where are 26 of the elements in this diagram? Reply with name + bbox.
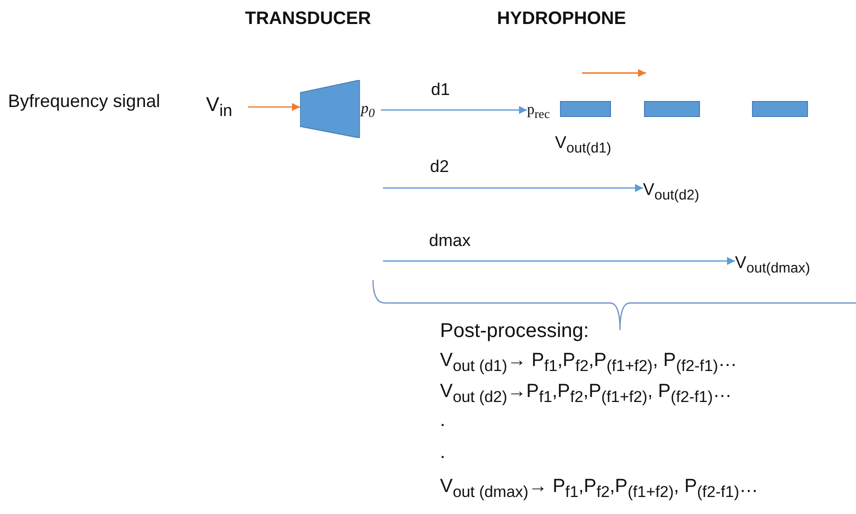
edge-label: dmax [429,231,471,251]
arrow [383,184,643,192]
arrow [381,106,527,114]
formula-line: V$_{out (d2)}$→P$_{f1}$,P$_{f2}$,P$_{(f1+f2)}$, P$_{(f2-f1)}$… [440,381,732,407]
section-heading: HYDROPHONE [497,8,626,29]
heading: Post-processing: [440,320,589,343]
transducer-shape [300,80,360,138]
hydrophone-position [752,101,808,117]
ellipsis-dot: . [440,410,446,432]
voltage-label: V$_{out(d2)}$ [643,175,713,205]
pressure-label: p$_{0}$ [361,99,381,119]
ellipsis-dot: . [440,442,446,464]
pressure-label: p$_{rec}$ [527,100,559,120]
arrow [248,103,300,111]
voltage-label: V$_{in}$ [206,90,248,120]
voltage-label: V$_{out(dmax)}$ [735,248,825,278]
signal-label: Byfrequency signal [8,91,160,112]
arrow [383,257,735,265]
hydrophone-position [560,101,611,117]
section-heading: TRANSDUCER [245,8,371,29]
formula-line: V$_{out (d1)}$→ P$_{f1}$,P$_{f2}$,P$_{(f1+f2)}$, P$_{(f2-f1)}$… [440,350,738,376]
edge-label: d2 [430,157,449,177]
edge-label: d1 [431,80,450,100]
formula-line: V$_{out (dmax)}$→ P$_{f1}$,P$_{f2}$,P$_{(f1+f2)}$, P$_{(f2-f1)}$… [440,476,758,502]
hydrophone-position [644,101,700,117]
voltage-label: V$_{out(d1)}$ [555,133,612,156]
